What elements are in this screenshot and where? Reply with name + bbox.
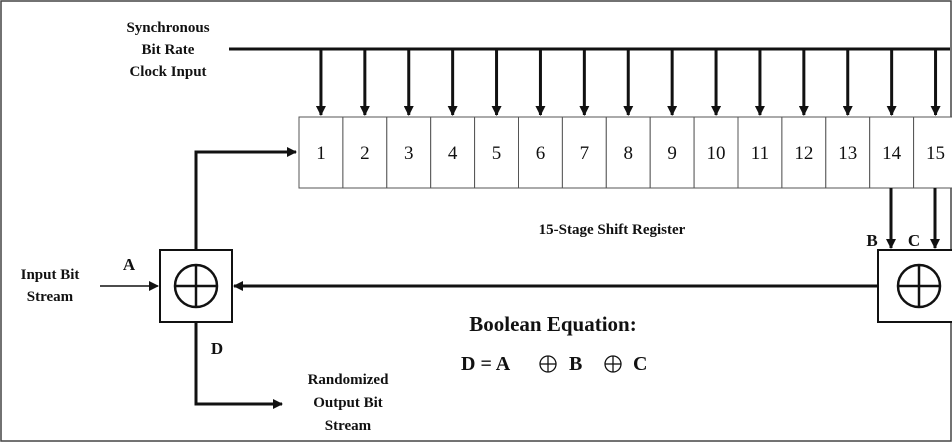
equation-title: Boolean Equation: — [469, 312, 636, 336]
input-label-line-1: Input Bit — [21, 267, 80, 283]
clock-arrows — [315, 49, 941, 116]
output-line-arrow — [194, 322, 283, 409]
register-cell-label-15: 15 — [926, 143, 945, 164]
register-cell-label-11: 11 — [751, 143, 769, 164]
register-cell-label-5: 5 — [492, 143, 502, 164]
output-label-line-3: Stream — [325, 418, 372, 434]
register-cell-2 — [342, 116, 388, 189]
register-cell-10 — [693, 116, 739, 189]
register-cell-12 — [781, 116, 827, 189]
label-a: A — [123, 255, 136, 274]
register-cell-9 — [649, 116, 695, 189]
register-cell-label-3: 3 — [404, 143, 414, 164]
register-cell-label-14: 14 — [882, 143, 902, 164]
register-cell-8 — [605, 116, 651, 189]
register-title: 15-Stage Shift Register — [539, 222, 686, 238]
label-c: C — [908, 231, 920, 250]
label-b: B — [866, 231, 877, 250]
register-cell-13 — [825, 116, 871, 189]
clock-label-line-2: Bit Rate — [142, 42, 195, 58]
xor-to-register-line — [194, 147, 297, 250]
clock-label-line-1: Synchronous — [126, 20, 209, 36]
register-cell-15 — [913, 116, 952, 189]
register-cell-label-9: 9 — [667, 143, 677, 164]
input-label-line-2: Stream — [27, 289, 74, 305]
register-cell-label-12: 12 — [794, 143, 813, 164]
register-cell-label-8: 8 — [624, 143, 634, 164]
register-cell-label-6: 6 — [536, 143, 546, 164]
register-cell-3 — [386, 116, 432, 189]
output-label-line-1: Randomized — [308, 372, 389, 388]
equation-term-c: C — [633, 353, 647, 375]
output-label-line-2: Output Bit — [313, 395, 383, 411]
register-cell-6 — [518, 116, 563, 189]
register-cell-label-2: 2 — [360, 143, 370, 164]
register-cell-14 — [869, 116, 915, 189]
label-d: D — [211, 339, 223, 358]
register-cell-label-10: 10 — [707, 143, 726, 164]
register-cell-label-13: 13 — [838, 143, 857, 164]
register-cell-label-4: 4 — [448, 143, 458, 164]
register-cell-5 — [474, 116, 520, 189]
register-cell-label-1: 1 — [316, 143, 326, 164]
equation-term-b: B — [569, 353, 582, 375]
register-cell-4 — [430, 116, 476, 189]
clock-label-line-3: Clock Input — [129, 64, 206, 80]
register-cell-1 — [298, 116, 344, 189]
register-cell-label-7: 7 — [580, 143, 590, 164]
equation-lhs: D = A — [461, 353, 511, 375]
